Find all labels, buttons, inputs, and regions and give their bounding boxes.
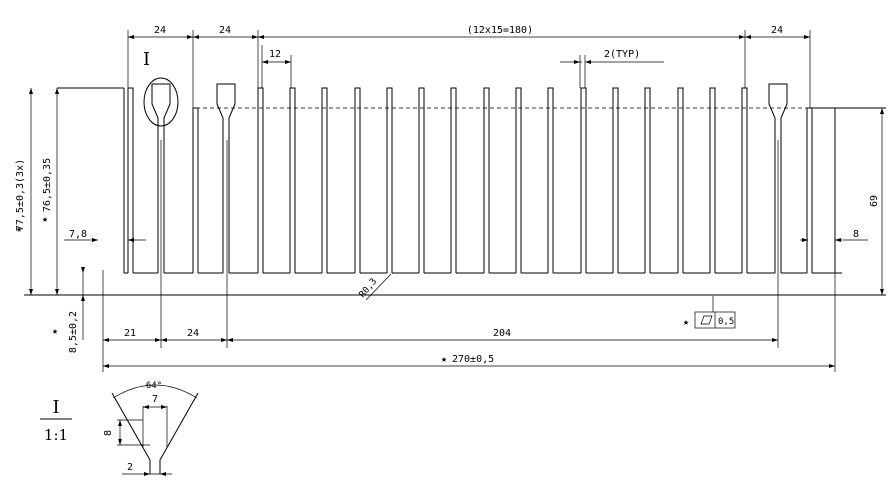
arrowhead [92, 238, 98, 242]
dim-pitch-left-1: 24 [154, 25, 166, 36]
arrowhead [227, 338, 233, 342]
dim-star-base: ★ [52, 326, 58, 337]
dim-pitch-middle: (12x15=180) [467, 25, 533, 36]
arrowhead [829, 364, 835, 368]
detail-depth: 8 [103, 430, 114, 436]
arrowhead [772, 338, 778, 342]
heatsink-profile [24, 83, 886, 296]
arrowhead [55, 88, 59, 94]
arrowhead [55, 289, 59, 295]
arrowhead [103, 364, 109, 368]
dim-edge-right: 8 [853, 229, 859, 240]
dim-radius: R0,3 [358, 277, 380, 300]
detail-label: I [52, 397, 59, 418]
arrowhead [29, 289, 33, 295]
dimension-lines [30, 30, 883, 372]
dim-height-fin: 76,5±0,35 [42, 158, 53, 212]
dim-star-fin: ★ [42, 214, 48, 225]
detail-view: I 1:1 64° 7 8 2 [40, 381, 199, 475]
arrowhead [128, 238, 134, 242]
dim-height-right: 69 [869, 195, 880, 207]
arrowhead [29, 88, 33, 94]
dim-pitch-left-2: 24 [219, 25, 231, 36]
arrowhead [252, 35, 258, 39]
dim-height-total: 77,5±0,3(3x) [15, 159, 26, 231]
arrowhead [103, 338, 109, 342]
arrowhead [161, 338, 167, 342]
dim-base-thickness: 8,5±0,2 [68, 311, 79, 353]
arrowhead [81, 267, 85, 273]
arrowhead [835, 238, 841, 242]
arrowhead [81, 295, 85, 301]
arrowhead [739, 35, 745, 39]
arrowhead [258, 35, 264, 39]
arrowhead [128, 35, 134, 39]
dim-star-total: ★ [441, 354, 447, 365]
fins [124, 83, 835, 274]
dim-edge-left: 7,8 [69, 229, 87, 240]
dim-fin-gap: 12 [269, 49, 281, 60]
dim-pos-21: 21 [124, 328, 136, 339]
arrowhead [285, 60, 291, 64]
dim-star-height: ★ [16, 224, 22, 235]
dim-fin-thickness: 2(TYP) [604, 49, 640, 60]
detail-angle: 64° [146, 381, 162, 391]
arrowhead [880, 289, 884, 295]
arrowhead [574, 60, 580, 64]
arrowhead [745, 35, 751, 39]
arrowhead [187, 35, 193, 39]
arrowhead [880, 108, 884, 114]
detail-scale: 1:1 [44, 426, 68, 444]
arrowhead [155, 338, 161, 342]
arrowhead [585, 60, 591, 64]
arrowhead [221, 338, 227, 342]
arrowhead [262, 60, 268, 64]
dim-pos-24: 24 [187, 328, 199, 339]
arrowhead [804, 35, 810, 39]
dim-width-total: 270±0,5 [452, 354, 494, 365]
flatness-star: ★ [683, 317, 689, 328]
arrowhead [193, 35, 199, 39]
dim-pitch-right: 24 [771, 25, 783, 36]
flatness-value: 0,5 [718, 317, 734, 327]
detail-width-top: 7 [152, 394, 158, 405]
detail-width-bottom: 2 [127, 462, 133, 473]
dimension-texts: 24 24 (12x15=180) 24 12 2(TYP) 7,8 8 21 … [15, 25, 880, 365]
detail-marker: I [143, 49, 150, 70]
dim-pos-204: 204 [493, 328, 511, 339]
arrowhead [802, 238, 808, 242]
